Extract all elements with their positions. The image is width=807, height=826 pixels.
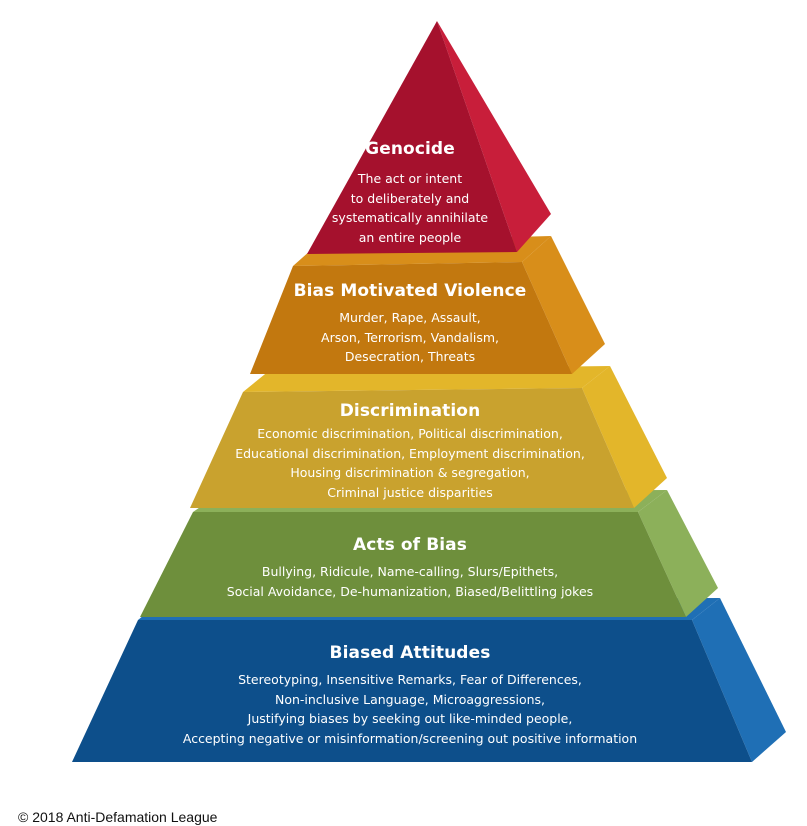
tier-genocide-side (437, 21, 551, 252)
tier-bias-violence-line: Murder, Rape, Assault, (339, 310, 481, 325)
tier-discrimination-front (190, 388, 634, 508)
tier-bias-violence-front (250, 262, 572, 374)
tier-discrimination-text: Discrimination Economic discrimination, … (235, 400, 585, 502)
tier-bias-violence-text: Bias Motivated Violence Murder, Rape, As… (294, 280, 527, 367)
tier-bias-violence-line: Arson, Terrorism, Vandalism, (321, 329, 499, 345)
tier-biased-attitudes-line: Justifying biases by seeking out like-mi… (247, 711, 573, 726)
tier-biased-attitudes-title: Biased Attitudes (329, 643, 491, 663)
tier-acts-of-bias-title: Acts of Bias (353, 535, 467, 555)
tier-biased-attitudes-description: Stereotyping, Insensitive Remarks, Fear … (183, 670, 637, 748)
tier-discrimination-line: Educational discrimination, Employment d… (235, 445, 585, 461)
tier-biased-attitudes-line: Stereotyping, Insensitive Remarks, Fear … (238, 672, 582, 687)
tier-acts-of-bias-side (638, 490, 718, 617)
tier-genocide-line: an entire people (358, 229, 462, 245)
tier-discrimination-title: Discrimination (339, 401, 481, 421)
tier-genocide-line: to deliberately and (350, 190, 470, 206)
tier-acts-of-bias-line: Social Avoidance, De-humanization, Biase… (226, 583, 594, 599)
tier-bias-violence-line: Desecration, Threats (344, 349, 476, 364)
tier-genocide-description: The act or intent to deliberately and sy… (332, 169, 488, 247)
tier-discrimination-line: Economic discrimination, Political discr… (257, 426, 563, 441)
tier-biased-attitudes-line: Accepting negative or misinformation/scr… (182, 730, 638, 746)
tier-discrimination-description: Economic discrimination, Political discr… (235, 424, 585, 502)
tier-acts-of-bias-text: Acts of Bias Bullying, Ridicule, Name-ca… (227, 534, 593, 601)
tier-genocide-text: Genocide The act or intent to deliberate… (332, 138, 488, 247)
tier-discrimination-line: Housing discrimination & segregation, (290, 465, 530, 480)
tier-discrimination-side (582, 366, 667, 508)
tier-acts-of-bias-description: Bullying, Ridicule, Name-calling, Slurs/… (227, 562, 593, 601)
tier-discrimination-line: Criminal justice disparities (327, 484, 493, 500)
tier-biased-attitudes-text: Biased Attitudes Stereotyping, Insensiti… (183, 642, 637, 748)
tier-biased-attitudes-line: Non-inclusive Language, Microaggressions… (274, 691, 546, 707)
tier-biased-attitudes-front (72, 620, 752, 762)
tier-acts-of-bias-front (140, 512, 686, 617)
tier-acts-of-bias-line: Bullying, Ridicule, Name-calling, Slurs/… (261, 564, 559, 579)
tier-genocide-title: Genocide (365, 139, 455, 159)
tier-genocide-line: The act or intent (357, 171, 463, 186)
tier-bias-violence-description: Murder, Rape, Assault, Arson, Terrorism,… (294, 308, 527, 367)
tier-bias-violence-side (522, 236, 605, 374)
copyright-notice: © 2018 Anti-Defamation League (18, 809, 218, 825)
tier-genocide-front (307, 21, 517, 254)
tier-genocide-line: systematically annihilate (331, 210, 489, 225)
tier-bias-violence-title: Bias Motivated Violence (293, 281, 527, 301)
tier-biased-attitudes-side (692, 598, 786, 762)
